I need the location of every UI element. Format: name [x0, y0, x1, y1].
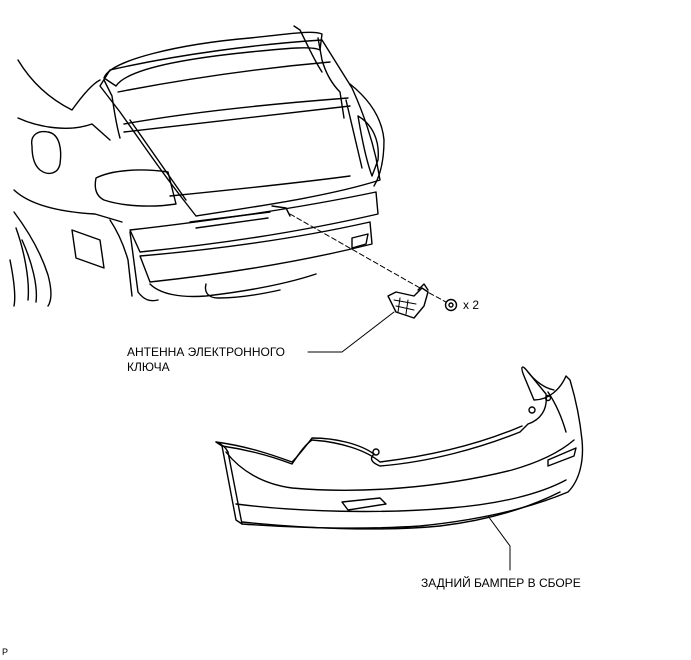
clip-quantity-label: x 2 — [463, 298, 480, 312]
car-fuel-door — [31, 130, 62, 175]
bumper-mount-hole-3 — [544, 394, 552, 402]
car-wheel-arch — [13, 211, 52, 307]
installation-dashed-line — [289, 213, 447, 303]
car-trunk-hinge-right — [317, 37, 345, 119]
car-trunk-floor — [123, 97, 351, 197]
bumper-bottom-edge — [241, 491, 561, 530]
antenna-bracket — [417, 283, 429, 291]
bumper-character-line — [225, 439, 575, 491]
car-rear-quarter-outline — [13, 189, 123, 223]
electronic-key-antenna-part — [387, 283, 429, 319]
car-trunk-opening — [99, 39, 381, 217]
bumper-top-edge — [221, 439, 313, 465]
clip-nut — [444, 298, 458, 312]
bumper-left-end — [215, 441, 243, 525]
car-tyre — [9, 227, 38, 307]
figure-code-label: P — [2, 647, 9, 657]
car-trunk-lid-strut — [293, 25, 323, 73]
car-right-taillight — [357, 115, 379, 177]
bumper-left-reflector — [341, 497, 387, 511]
bumper-lower-line — [235, 479, 567, 513]
bumper-callout-label: ЗАДНИЙ БАМПЕР В СБОРЕ — [421, 576, 581, 590]
antenna-leader-line — [307, 311, 395, 353]
car-rear-body — [9, 25, 385, 307]
antenna-label-line1: АНТЕННА ЭЛЕКТРОННОГО — [127, 345, 285, 359]
car-left-taillight — [94, 169, 177, 207]
car-quarter-panel — [17, 117, 111, 141]
car-trunk-seal — [117, 61, 331, 93]
car-trunk-lid — [103, 31, 323, 87]
car-left-side-trim — [109, 219, 133, 297]
car-rear-trim — [271, 205, 291, 217]
car-diffuser — [204, 283, 281, 299]
car-bumper-edge — [129, 231, 159, 302]
bumper-leader-line — [487, 515, 511, 571]
antenna-ribs — [393, 297, 417, 315]
car-bumper-lower — [139, 221, 373, 283]
clip-nut-inner — [448, 302, 454, 308]
car-bumper-skirt — [149, 273, 317, 298]
bumper-upper-face — [311, 425, 523, 463]
car-trunk-hinge-left — [103, 79, 121, 139]
bumper-mount-hole-1 — [372, 448, 380, 456]
car-tow-hook-cover — [351, 233, 369, 249]
antenna-callout-label: АНТЕННА ЭЛЕКТРОННОГО КЛЮЧА — [127, 345, 285, 375]
car-trunk-floor-edge — [129, 99, 363, 201]
car-right-quarter — [349, 83, 385, 187]
bumper-end-flange — [527, 371, 567, 433]
rear-bumper-assembly — [215, 366, 584, 530]
car-license-recess — [189, 211, 271, 229]
antenna-label-line2: КЛЮЧА — [127, 360, 170, 374]
car-left-lower-reflector — [71, 229, 105, 269]
bumper-outline — [215, 366, 584, 529]
clip-nut-outer — [444, 298, 458, 312]
car-c-pillar — [17, 59, 101, 111]
bumper-mount-hole-2 — [528, 406, 536, 414]
bumper-right-reflector — [547, 447, 577, 467]
